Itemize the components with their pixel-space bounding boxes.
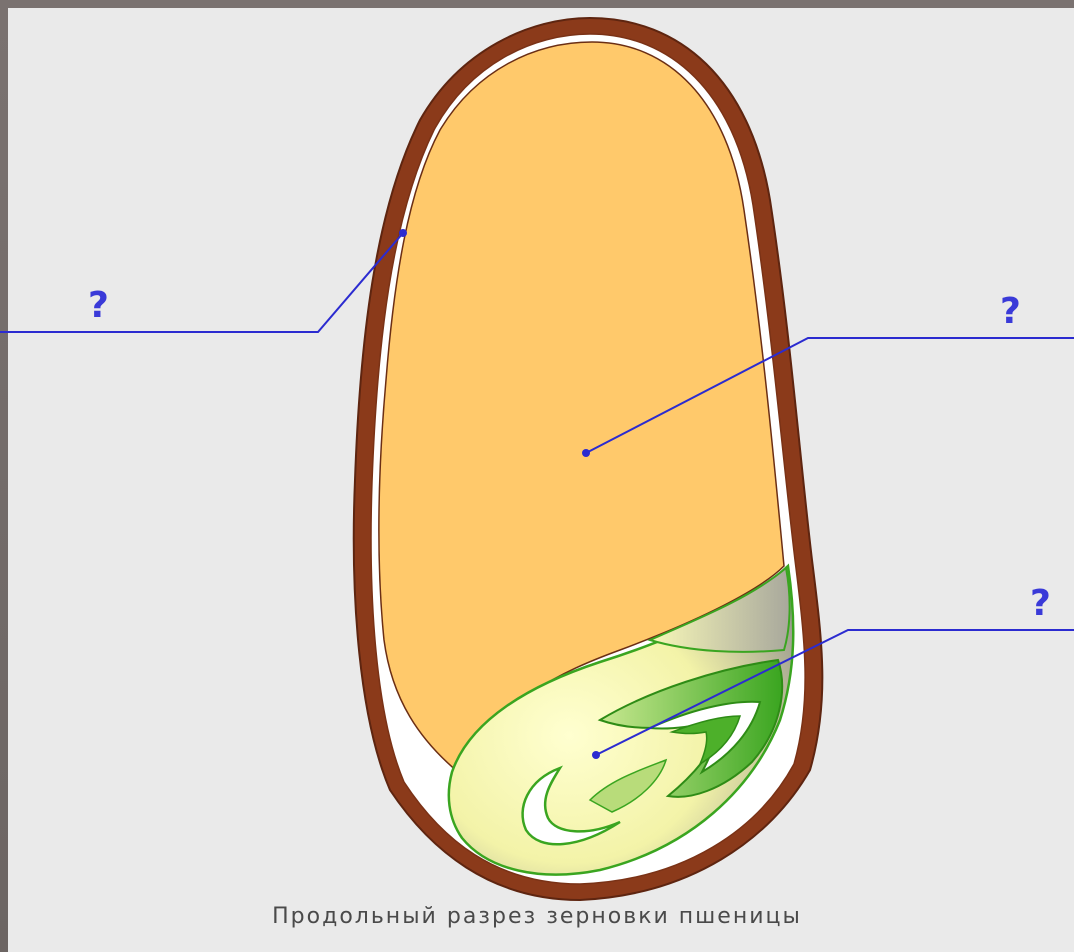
- leader-dot-endosperm: [582, 449, 590, 457]
- callout-endosperm: ?: [1000, 294, 1021, 330]
- leader-line-seed-coat: [0, 233, 403, 332]
- leader-dot-seed-coat: [399, 229, 407, 237]
- diagram-caption: Продольный разрез зерновки пшеницы: [0, 904, 1074, 929]
- leader-dot-embryo: [592, 751, 600, 759]
- callout-embryo: ?: [1030, 586, 1051, 622]
- callout-seed-coat: ?: [88, 288, 109, 324]
